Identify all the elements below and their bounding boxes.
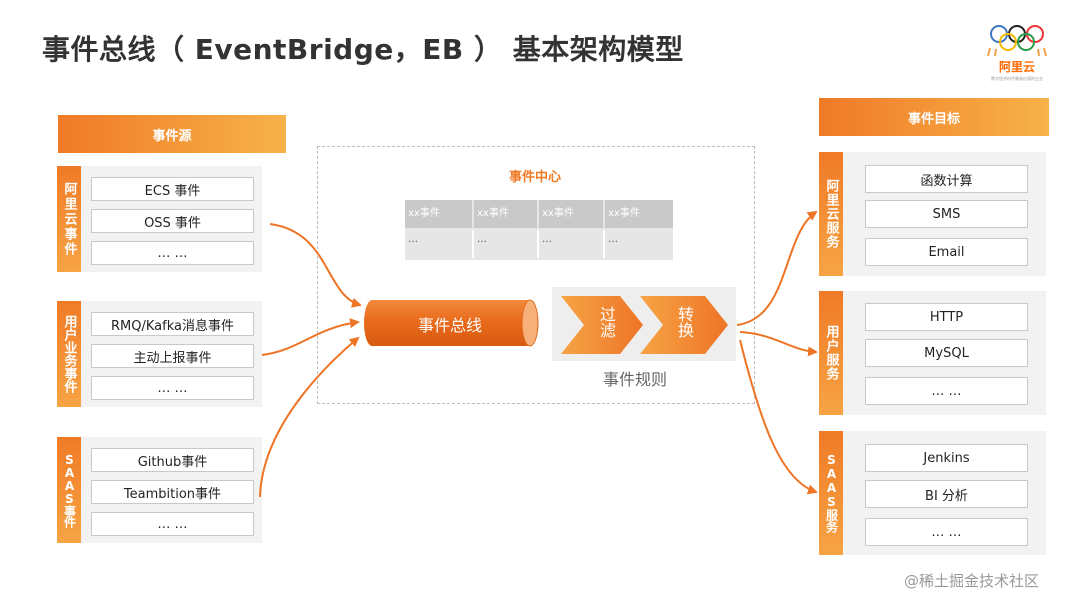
event-table: xx事件 xx事件 xx事件 xx事件 … … … … xyxy=(405,200,673,260)
targets-header: 事件目标 xyxy=(819,98,1049,136)
aliyun-logo: 阿里云 数字经济时代最具价值的企业 xyxy=(984,18,1050,90)
source-group-label-text: SAAS事件 xyxy=(62,453,77,527)
source-item: … … xyxy=(91,241,254,265)
event-bus-label: 事件总线 xyxy=(417,316,482,335)
target-item: Email xyxy=(865,238,1028,266)
target-group-label: SAAS服务 xyxy=(819,431,843,555)
source-group-label-text: 用户业务事件 xyxy=(61,315,77,393)
target-item: … … xyxy=(865,518,1028,546)
source-item: … … xyxy=(91,376,254,400)
source-group-aliyun: 阿里云事件 ECS 事件 OSS 事件 … … xyxy=(57,166,262,272)
target-item: HTTP xyxy=(865,303,1028,331)
target-item: SMS xyxy=(865,200,1028,228)
event-table-cell: … xyxy=(405,230,474,258)
source-item: Github事件 xyxy=(91,448,254,472)
olympic-rings-icon xyxy=(987,25,1047,57)
target-item: MySQL xyxy=(865,339,1028,367)
source-group-label: 阿里云事件 xyxy=(57,166,81,272)
watermark-text: @稀土掘金技术社区 xyxy=(904,572,1040,590)
filter-label-text: 过滤 xyxy=(597,306,616,338)
event-table-cell: … xyxy=(539,230,605,258)
source-item: RMQ/Kafka消息事件 xyxy=(91,312,254,336)
transform-label: 转换 xyxy=(672,306,696,338)
target-group-label-text: 用户服务 xyxy=(823,325,839,381)
source-item: Teambition事件 xyxy=(91,480,254,504)
logo-subtext: 数字经济时代最具价值的企业 xyxy=(991,76,1043,81)
target-group-user: 用户服务 HTTP MySQL … … xyxy=(819,291,1046,415)
source-group-label-text: 阿里云事件 xyxy=(61,181,77,257)
event-center-title: 事件中心 xyxy=(508,170,561,185)
target-item: BI 分析 xyxy=(865,480,1028,508)
event-table-header: xx事件 xyxy=(539,200,605,228)
target-item: Jenkins xyxy=(865,444,1028,472)
sources-header: 事件源 xyxy=(58,115,286,153)
event-table-cell: … xyxy=(608,234,618,245)
filter-label: 过滤 xyxy=(594,306,618,338)
event-rules-label: 事件规则 xyxy=(602,370,667,389)
target-item: … … xyxy=(865,377,1028,405)
source-group-user: 用户业务事件 RMQ/Kafka消息事件 主动上报事件 … … xyxy=(57,301,262,407)
transform-label-text: 转换 xyxy=(675,306,694,338)
target-group-aliyun: 阿里云服务 函数计算 SMS Email xyxy=(819,152,1046,276)
source-item: ECS 事件 xyxy=(91,177,254,201)
logo-text: 阿里云 xyxy=(998,60,1035,74)
event-rules-panel xyxy=(552,287,736,361)
target-group-label-text: SAAS服务 xyxy=(824,453,839,533)
source-group-label: SAAS事件 xyxy=(57,437,81,543)
event-table-header: xx事件 xyxy=(474,200,539,228)
source-group-label: 用户业务事件 xyxy=(57,301,81,407)
source-item: 主动上报事件 xyxy=(91,344,254,368)
target-group-label: 用户服务 xyxy=(819,291,843,415)
target-group-label: 阿里云服务 xyxy=(819,152,843,276)
source-group-saas: SAAS事件 Github事件 Teambition事件 … … xyxy=(57,437,262,543)
event-table-cell: … xyxy=(474,230,539,258)
target-item: 函数计算 xyxy=(865,165,1028,193)
source-item: OSS 事件 xyxy=(91,209,254,233)
source-item: … … xyxy=(91,512,254,536)
target-group-saas: SAAS服务 Jenkins BI 分析 … … xyxy=(819,431,1046,555)
target-group-label-text: 阿里云服务 xyxy=(823,179,839,249)
page-title: 事件总线（ EventBridge，EB ） 基本架构模型 xyxy=(42,33,684,66)
event-table-header: xx事件 xyxy=(605,200,673,228)
event-table-header: xx事件 xyxy=(405,200,474,228)
